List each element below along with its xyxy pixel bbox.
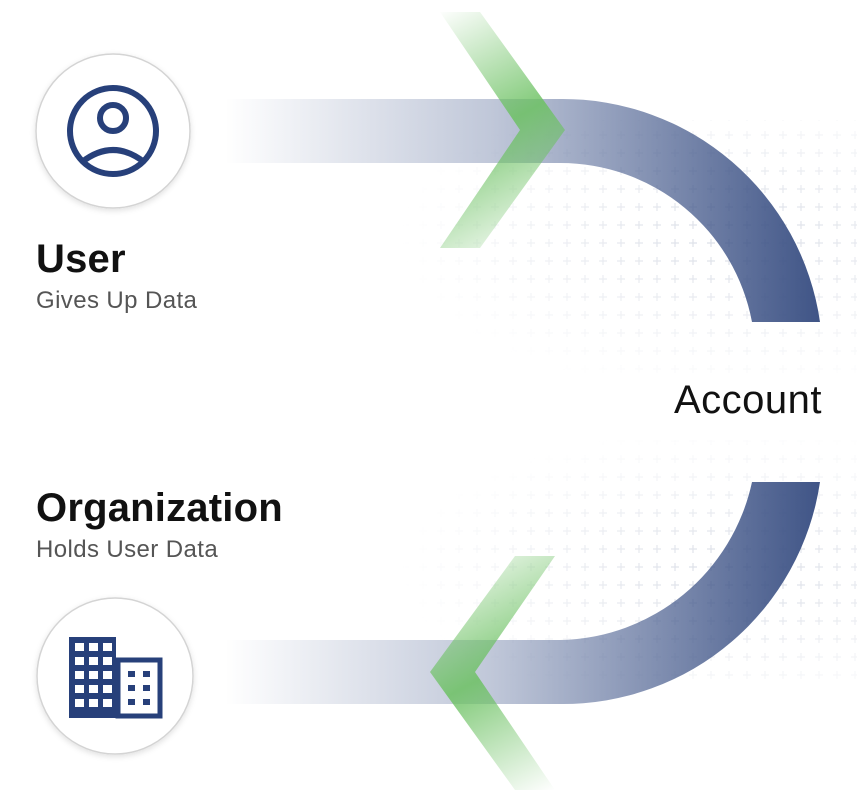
user-title: User	[36, 237, 126, 281]
user-subtitle: Gives Up Data	[36, 287, 198, 314]
user-circle-icon	[67, 85, 159, 177]
account-label: Account	[673, 378, 822, 422]
organization-subtitle: Holds User Data	[36, 536, 219, 563]
flow-band-user-to-account	[225, 98, 820, 322]
arrow-chevron-right	[440, 12, 565, 248]
organization-title: Organization	[36, 486, 283, 530]
organization-node	[36, 597, 194, 755]
flow-band-account-to-organization	[225, 482, 820, 705]
user-node	[35, 53, 191, 209]
arrow-chevron-left	[430, 556, 555, 790]
building-icon	[69, 637, 163, 719]
